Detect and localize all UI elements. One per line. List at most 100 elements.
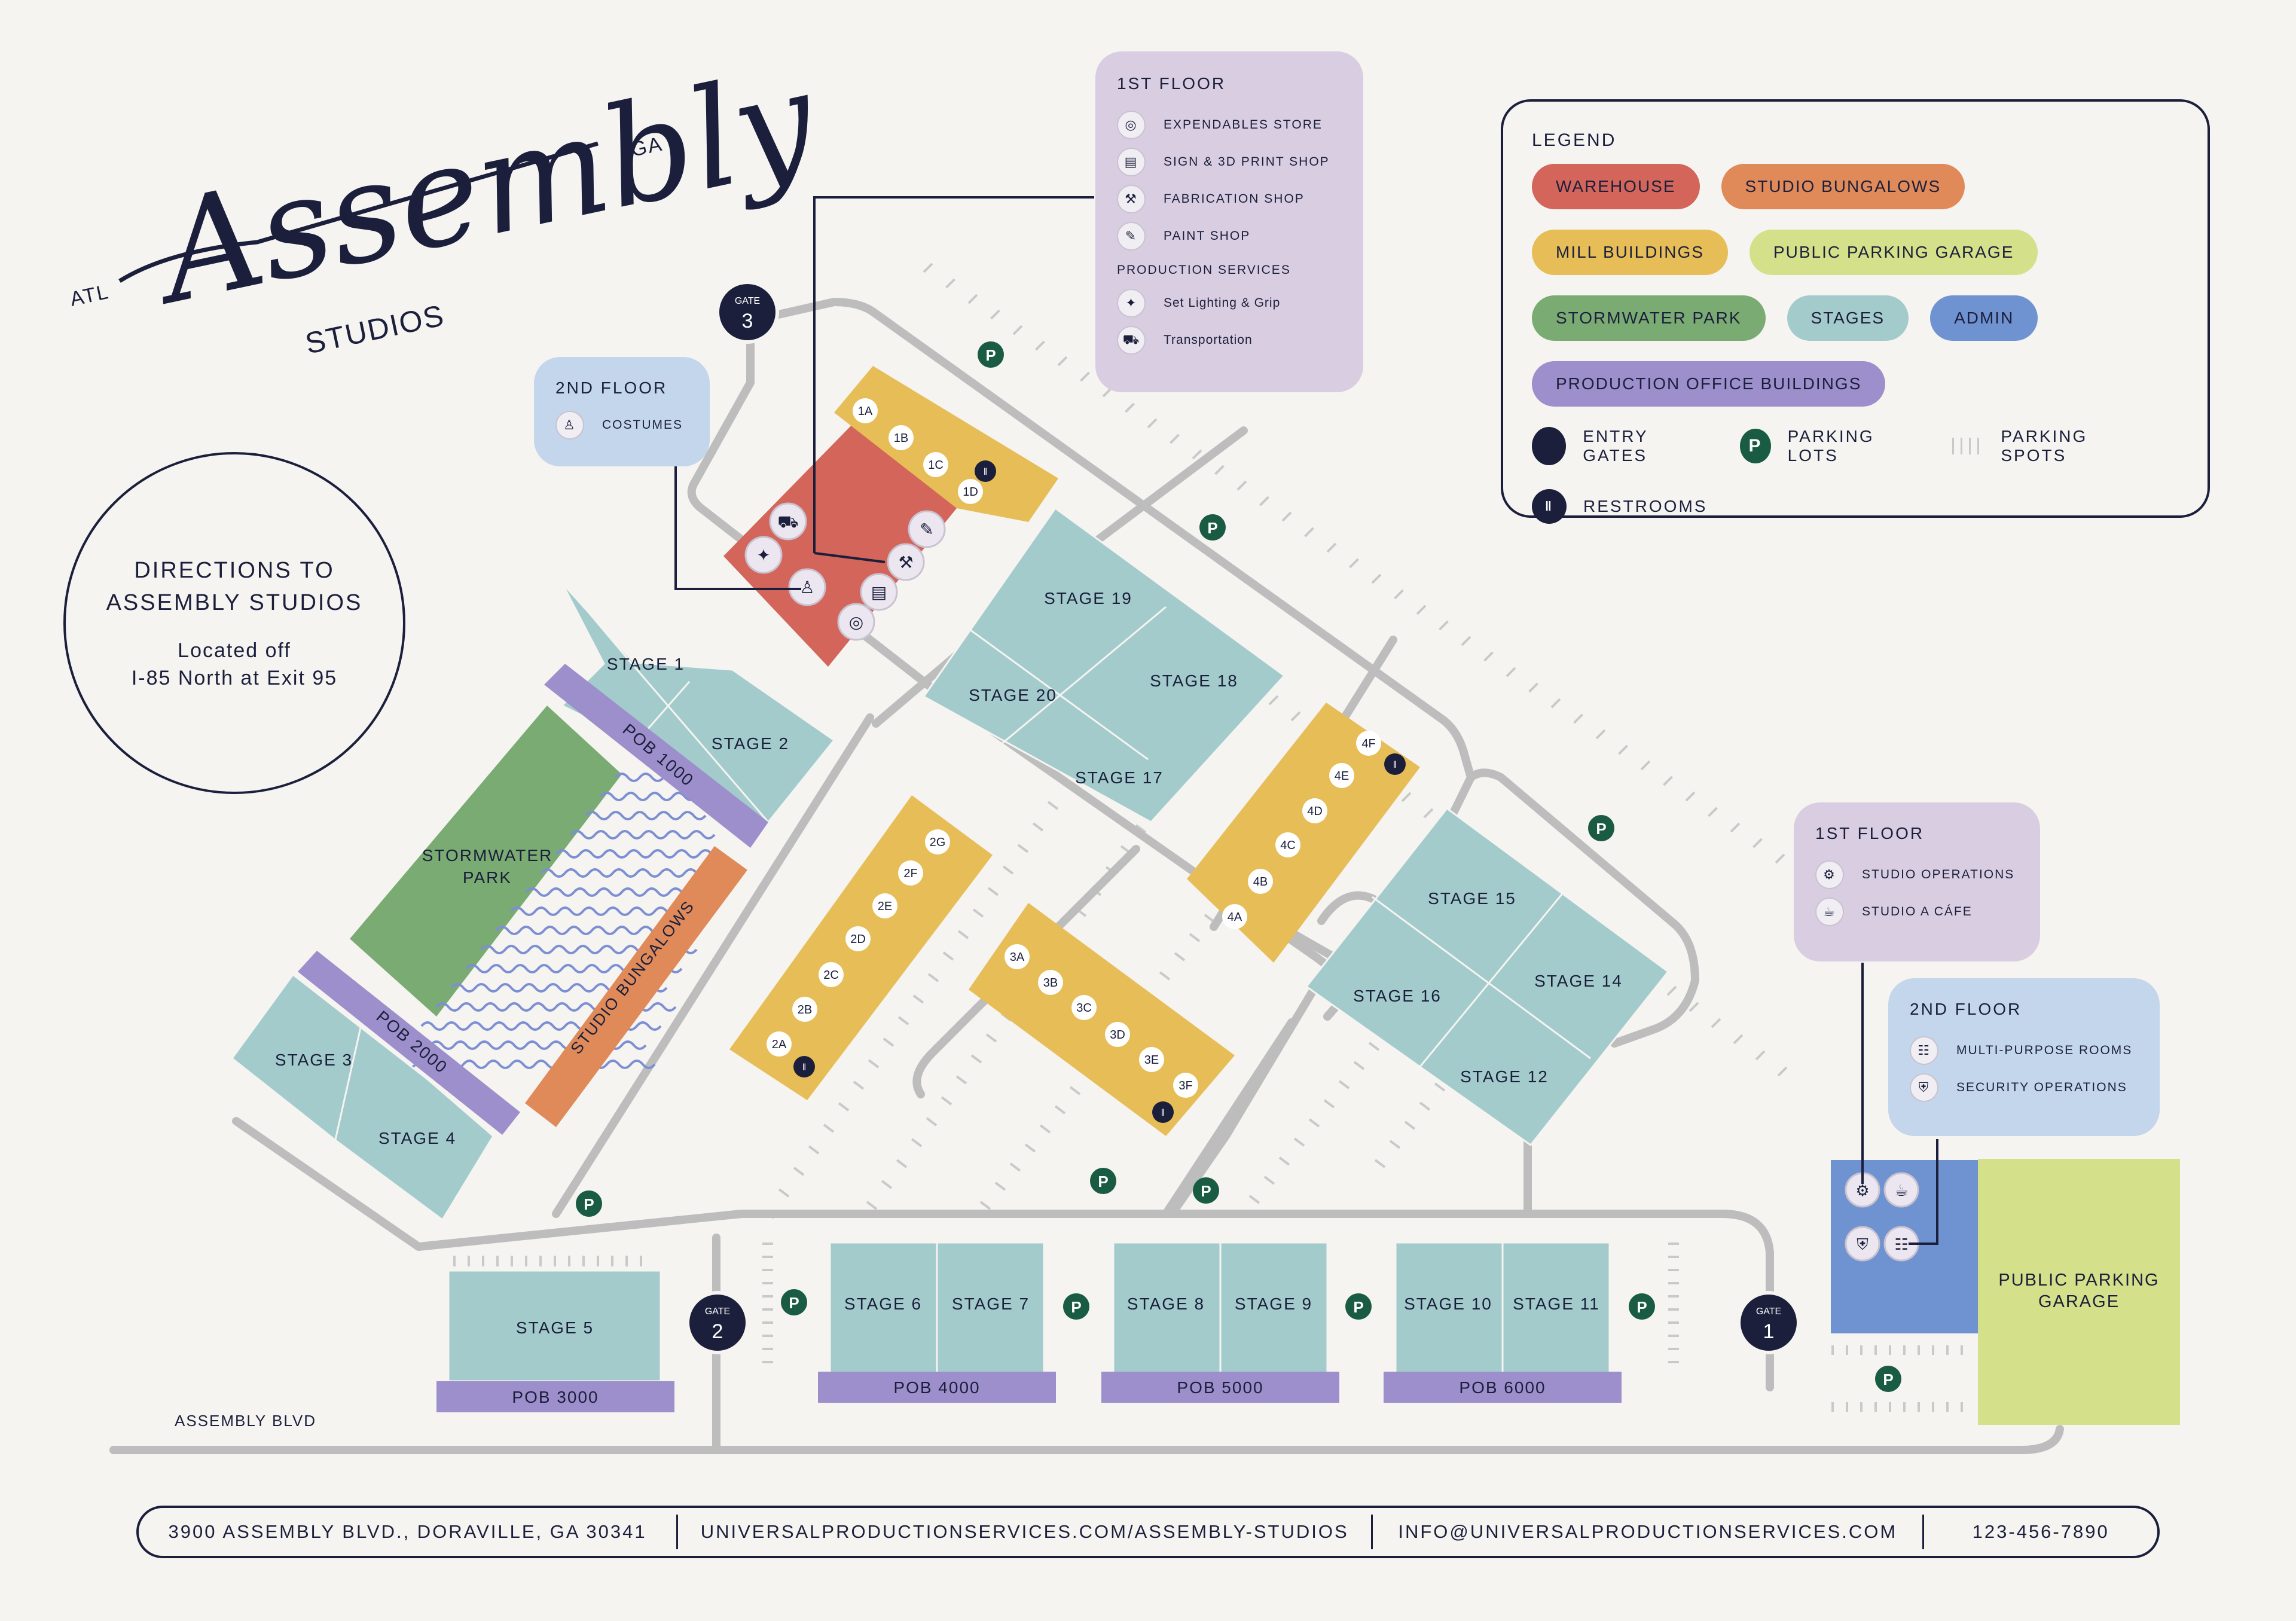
parking-lot-icon[interactable]: [576, 1190, 602, 1217]
unit-badge[interactable]: [1139, 1047, 1164, 1072]
unit-badge[interactable]: [853, 398, 878, 423]
pob-label: POB 4000: [893, 1378, 980, 1397]
parking-spot: [1755, 1050, 1766, 1061]
unit-badge[interactable]: [1105, 1022, 1130, 1047]
parking-spot: [1711, 1018, 1721, 1028]
parking-spot: [853, 1080, 865, 1090]
unit-badge[interactable]: [1248, 869, 1273, 894]
admin-second-floor-panel: 2ND FLOOR ☷MULTI-PURPOSE ROOMS ⛨SECURITY…: [1888, 978, 2160, 1136]
parking-lot-icon[interactable]: [1588, 815, 1614, 841]
parking-lot-icon[interactable]: [1063, 1293, 1089, 1320]
parking-spot: [1069, 1086, 1081, 1095]
footer-email-link[interactable]: INFO@UNIVERSALPRODUCTIONSERVICES.COM: [1398, 1521, 1898, 1542]
unit-badge[interactable]: [958, 479, 983, 504]
stage-label: STAGE 7: [952, 1295, 1030, 1313]
unit-badge[interactable]: [898, 860, 923, 886]
parking-spot: [1189, 933, 1201, 942]
unit-badge[interactable]: [1038, 970, 1063, 995]
stage-label: STAGE 8: [1127, 1295, 1205, 1313]
admin-service-icon[interactable]: [1883, 1172, 1919, 1208]
parking-lot-icon[interactable]: [1193, 1177, 1219, 1204]
service-icon[interactable]: [887, 543, 925, 581]
legend-parking-spots: PARKING SPOTS: [2001, 427, 2088, 465]
unit-badge[interactable]: [1275, 832, 1300, 857]
unit-badge[interactable]: [889, 425, 914, 450]
unit-label: 2A: [772, 1038, 787, 1051]
restroom-icon: ǁ: [1532, 489, 1567, 524]
studio-bungalows: [525, 846, 747, 1127]
service-icon[interactable]: [788, 568, 826, 606]
footer-phone-link[interactable]: 123-456-7890: [1972, 1521, 2109, 1542]
panel-item-label: FABRICATION SHOP: [1164, 192, 1305, 206]
unit-badge[interactable]: [1004, 944, 1030, 969]
parking-spot: [1032, 822, 1044, 832]
stage-label: STAGE 15: [1428, 889, 1516, 908]
service-icon[interactable]: [837, 603, 875, 641]
panel-item-label: STUDIO OPERATIONS: [1862, 868, 2015, 881]
unit-badge[interactable]: [767, 1031, 792, 1057]
unit-badge[interactable]: [1356, 731, 1381, 756]
parking-lot-letter: P: [985, 346, 996, 364]
service-icon[interactable]: [908, 510, 946, 548]
unit-badge[interactable]: [1071, 995, 1097, 1020]
unit-badge[interactable]: [872, 893, 897, 918]
garage-label-line2: GARAGE: [2038, 1292, 2120, 1311]
parking-spot: [881, 1180, 893, 1189]
unit-label: 1C: [928, 459, 944, 472]
unit-label: 4D: [1307, 805, 1323, 818]
service-icon[interactable]: [860, 573, 898, 611]
unit-badge[interactable]: [845, 926, 871, 951]
unit-badge[interactable]: [1173, 1073, 1198, 1098]
unit-label: 4E: [1335, 770, 1349, 783]
footer-website-link[interactable]: UNIVERSALPRODUCTIONSERVICES.COM/ASSEMBLY…: [700, 1521, 1349, 1542]
unit-badge[interactable]: [1329, 763, 1354, 788]
parking-spot: [1338, 1080, 1350, 1089]
parking-spot: [1135, 824, 1147, 834]
parking-spot: [1035, 340, 1045, 351]
parking-spot: [942, 951, 954, 961]
service-icon[interactable]: [769, 502, 807, 541]
unit-badge[interactable]: [819, 962, 844, 987]
parking-spot: [1353, 1061, 1365, 1070]
panel-title: 1ST FLOOR: [1117, 74, 1226, 93]
parking-lot-icon[interactable]: [1090, 1168, 1116, 1194]
gate-icon[interactable]: [686, 1291, 749, 1354]
parking-spot: [1278, 1156, 1290, 1166]
parking-spot: [972, 908, 984, 918]
parking-spot: [1281, 511, 1292, 522]
gate-icon[interactable]: [716, 280, 779, 344]
unit-label: 2E: [878, 900, 892, 913]
parking-spot: [1236, 480, 1247, 491]
panel-item: ☷MULTI-PURPOSE ROOMS: [1910, 1032, 2138, 1069]
parking-spot: [808, 1145, 820, 1155]
unit-badge[interactable]: [923, 452, 948, 477]
panel-item: ✦Set Lighting & Grip: [1117, 285, 1342, 322]
service-icon[interactable]: [744, 536, 783, 574]
unit-label: 4C: [1280, 839, 1296, 852]
admin-service-glyph: ⛨: [1857, 1236, 1868, 1254]
restroom-icon: [975, 460, 996, 482]
footer-divider: [1371, 1515, 1373, 1549]
parking-spot: [955, 1075, 967, 1085]
parking-lot-icon[interactable]: [781, 1289, 807, 1315]
parking-lot-icon[interactable]: [978, 341, 1004, 368]
costume-icon: ♙: [555, 411, 584, 439]
gate-icon[interactable]: [1737, 1291, 1800, 1354]
unit-badge[interactable]: [1302, 798, 1327, 823]
wave-line: [585, 811, 707, 820]
unit-badge[interactable]: [1222, 904, 1247, 929]
parking-lot-icon[interactable]: [1345, 1293, 1372, 1320]
parking-lot-icon[interactable]: [1199, 514, 1226, 541]
admin-service-icon[interactable]: [1845, 1226, 1880, 1262]
service-glyph: ◎: [849, 612, 863, 632]
service-glyph: ♙: [799, 578, 814, 597]
unit-badge[interactable]: [925, 829, 950, 854]
parking-lot-icon[interactable]: [1875, 1366, 1901, 1392]
unit-badge[interactable]: [792, 997, 817, 1022]
parking-spot: [866, 1201, 878, 1210]
stormwater-label-line1: STORMWATER: [422, 846, 553, 865]
parking-lot-icon[interactable]: [1629, 1293, 1655, 1320]
parking-spot: [970, 1054, 982, 1064]
parking-spot: [883, 1037, 894, 1047]
parking-spot: [994, 1182, 1006, 1191]
